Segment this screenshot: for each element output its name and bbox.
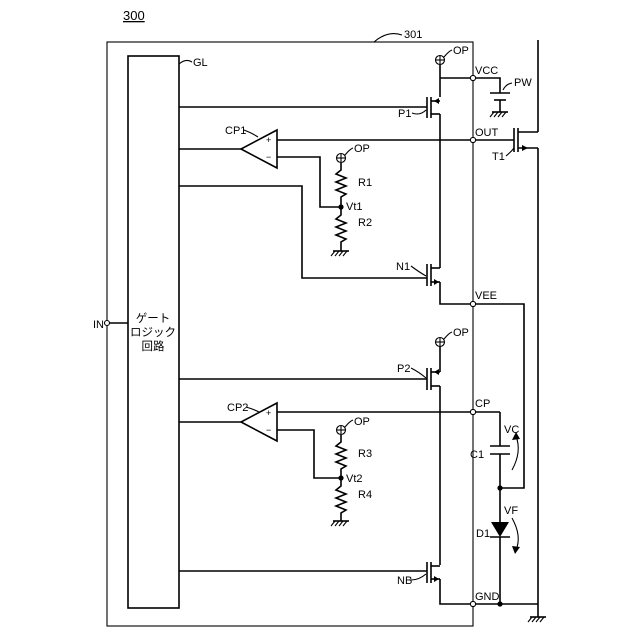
out-terminal bbox=[470, 137, 475, 142]
r3-label: R3 bbox=[358, 448, 372, 460]
cp2-plus: + bbox=[266, 408, 271, 418]
t1-label: T1 bbox=[492, 151, 505, 163]
r1-label: R1 bbox=[358, 177, 372, 189]
pw-label: PW bbox=[514, 77, 532, 89]
pw-battery bbox=[490, 93, 510, 112]
cp2-minus-wire bbox=[277, 430, 341, 478]
r1-resistor bbox=[336, 163, 346, 207]
cp1-minus-wire bbox=[277, 157, 341, 207]
vcc-wire bbox=[440, 78, 500, 93]
cp-label: CP bbox=[475, 398, 490, 410]
vcc-terminal bbox=[470, 75, 475, 80]
c1-label: C1 bbox=[470, 449, 484, 461]
input-terminal bbox=[105, 321, 110, 326]
vee-cp-junction bbox=[497, 485, 502, 490]
vf-voltage-arrow bbox=[512, 518, 520, 554]
out-label: OUT bbox=[475, 127, 499, 139]
r4-label: R4 bbox=[358, 489, 372, 501]
p1-label: P1 bbox=[398, 108, 411, 120]
pw-label-leader bbox=[503, 83, 512, 90]
vf-label: VF bbox=[504, 505, 518, 517]
nb-label: NB bbox=[397, 575, 412, 587]
vc-voltage-arrow bbox=[512, 432, 520, 470]
r2-resistor bbox=[336, 207, 346, 251]
nb-transistor bbox=[427, 562, 440, 583]
t1-label-leader bbox=[506, 148, 514, 156]
vee-label: VEE bbox=[475, 290, 497, 302]
n1-label: N1 bbox=[396, 261, 410, 273]
gate-logic-label: GL bbox=[193, 57, 208, 69]
d1-diode bbox=[490, 522, 510, 537]
op-supply-r1: OP bbox=[337, 143, 370, 163]
block-label-group: 301 bbox=[374, 29, 422, 42]
p1-transistor bbox=[427, 97, 440, 118]
gnd-label: GND bbox=[475, 591, 500, 603]
p2-label-leader bbox=[411, 368, 426, 378]
cp1-plus: + bbox=[266, 135, 271, 145]
cp1-minus: − bbox=[266, 152, 271, 162]
vt2-node bbox=[338, 475, 343, 480]
figure-number: 300 bbox=[123, 8, 145, 23]
d1-label: D1 bbox=[476, 528, 490, 540]
p2-label: P2 bbox=[397, 363, 410, 375]
cp2-minus: − bbox=[266, 425, 271, 435]
cp-terminal bbox=[470, 409, 475, 414]
vt1-label: Vt1 bbox=[346, 201, 363, 213]
p2-transistor bbox=[427, 368, 440, 390]
n1-transistor bbox=[427, 264, 440, 286]
r4-resistor bbox=[336, 478, 346, 521]
op-supply-r3: OP bbox=[337, 416, 370, 435]
op-label-p1: OP bbox=[453, 45, 469, 57]
vt2-label: Vt2 bbox=[346, 473, 363, 485]
gate-logic-text-line1: ゲート bbox=[136, 312, 171, 325]
op-label-r1: OP bbox=[354, 143, 370, 155]
n1-label-leader bbox=[411, 266, 426, 276]
p1-label-leader bbox=[412, 110, 426, 114]
block-label: 301 bbox=[404, 29, 422, 41]
gate-logic-text-line2: ロジック bbox=[130, 326, 176, 339]
vc-label: VC bbox=[504, 424, 519, 436]
op-label-r3: OP bbox=[354, 416, 370, 428]
op-supply-p1: OP bbox=[436, 45, 469, 65]
n1-gate-wire bbox=[179, 186, 427, 278]
op-supply-p2: OP bbox=[436, 327, 469, 347]
ground-r2 bbox=[331, 251, 349, 256]
cp2-label: CP2 bbox=[227, 402, 248, 414]
cp1-label: CP1 bbox=[225, 125, 246, 137]
vcc-label: VCC bbox=[475, 65, 498, 77]
vee-terminal bbox=[470, 301, 475, 306]
ground-r4 bbox=[331, 521, 349, 526]
n1-source-wire bbox=[440, 282, 473, 304]
ground-pw bbox=[490, 112, 508, 117]
gnd-terminal bbox=[470, 601, 475, 606]
nb-label-leader bbox=[411, 574, 426, 580]
r3-resistor bbox=[336, 435, 346, 478]
input-label: IN bbox=[93, 319, 104, 331]
t1-transistor bbox=[514, 128, 538, 152]
ground-main bbox=[528, 617, 546, 622]
gate-logic-label-group: GL bbox=[179, 57, 208, 69]
c1-capacitor bbox=[490, 446, 510, 454]
gate-logic-text-line3: 回路 bbox=[142, 339, 165, 353]
op-label-p2: OP bbox=[453, 327, 469, 339]
vt1-node bbox=[338, 204, 343, 209]
r2-label: R2 bbox=[358, 217, 372, 229]
